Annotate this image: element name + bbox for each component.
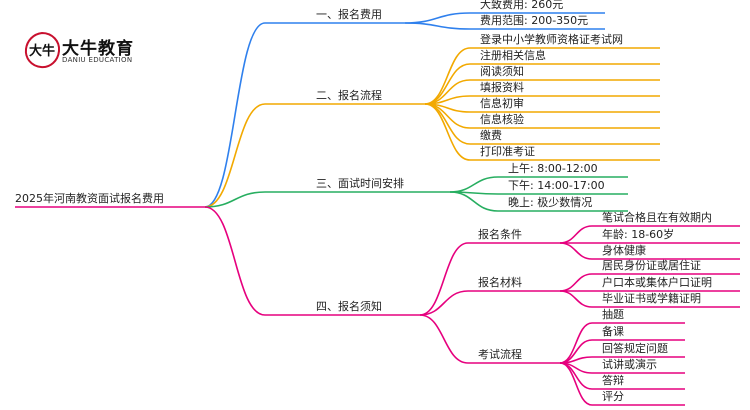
child-label: 费用范围: 200-350元 xyxy=(480,14,589,27)
connector-root-branch xyxy=(204,103,266,208)
connector-branch-child xyxy=(424,103,471,161)
connector-branch-child xyxy=(449,176,499,193)
child-label: 信息核验 xyxy=(480,113,524,126)
grandchild-label: 答辩 xyxy=(602,374,624,387)
grandchild-label: 备课 xyxy=(602,325,624,338)
grandchild-label: 居民身份证或居住证 xyxy=(602,259,701,272)
child-label: 注册相关信息 xyxy=(480,49,546,62)
grandchild-label: 评分 xyxy=(602,390,624,403)
logo-mark-text: 大牛 xyxy=(29,43,55,59)
child-label: 晚上: 极少数情况 xyxy=(508,196,593,209)
grandchild-label: 笔试合格且在有效期内 xyxy=(602,211,712,224)
connector-child-grandchild xyxy=(559,242,593,260)
grandchild-label: 回答规定问题 xyxy=(602,342,668,355)
child-label: 报名材料 xyxy=(478,276,522,289)
connector-child-grandchild xyxy=(559,356,593,364)
child-label: 登录中小学教师资格证考试网 xyxy=(480,33,623,46)
grandchild-label: 抽题 xyxy=(602,308,624,321)
grandchild-label: 试讲或演示 xyxy=(602,358,657,371)
connector-child-grandchild xyxy=(559,273,593,292)
branch-label: 二、报名流程 xyxy=(316,89,382,102)
child-label: 上午: 8:00-12:00 xyxy=(508,162,598,175)
branch-label: 三、面试时间安排 xyxy=(316,177,404,190)
child-label: 报名条件 xyxy=(478,228,522,241)
grandchild-label: 身体健康 xyxy=(602,244,646,257)
connector-root-branch xyxy=(204,206,266,316)
connector-branch-child xyxy=(449,191,499,212)
grandchild-label: 毕业证书或学籍证明 xyxy=(602,292,701,305)
connector-branch-child xyxy=(404,12,471,24)
branch-label: 一、报名费用 xyxy=(316,8,382,21)
connector-root-branch xyxy=(204,22,266,208)
connector-root-branch xyxy=(204,191,266,208)
child-label: 缴费 xyxy=(480,129,502,142)
connector-branch-child xyxy=(404,22,471,30)
grandchild-label: 户口本或集体户口证明 xyxy=(602,276,712,289)
connector-branch-child xyxy=(424,103,471,145)
child-label: 大致费用: 260元 xyxy=(480,0,564,11)
connector-branch-child xyxy=(419,314,469,364)
connector-branch-child xyxy=(419,290,469,316)
connector-branch-child xyxy=(419,242,469,316)
connector-child-grandchild xyxy=(559,290,593,308)
connector-child-grandchild xyxy=(559,362,593,406)
child-label: 打印准考证 xyxy=(480,145,535,158)
connector-child-grandchild xyxy=(559,225,593,244)
branch-label: 四、报名须知 xyxy=(316,300,382,313)
logo-mark-icon: 大牛 xyxy=(24,31,61,69)
child-label: 考试流程 xyxy=(478,348,522,361)
logo-name: 大牛教育 xyxy=(62,39,134,59)
child-label: 信息初审 xyxy=(480,97,524,110)
child-label: 下午: 14:00-17:00 xyxy=(508,179,605,192)
child-label: 阅读须知 xyxy=(480,65,524,78)
root-topic: 2025年河南教资面试报名费用 xyxy=(15,192,164,205)
brand-logo: 大牛 大牛教育 DANIU EDUCATION xyxy=(22,30,142,70)
grandchild-label: 年龄: 18-60岁 xyxy=(602,228,675,241)
connector-branch-child xyxy=(424,63,471,105)
logo-subtitle: DANIU EDUCATION xyxy=(62,56,133,64)
child-label: 填报资料 xyxy=(480,81,524,94)
